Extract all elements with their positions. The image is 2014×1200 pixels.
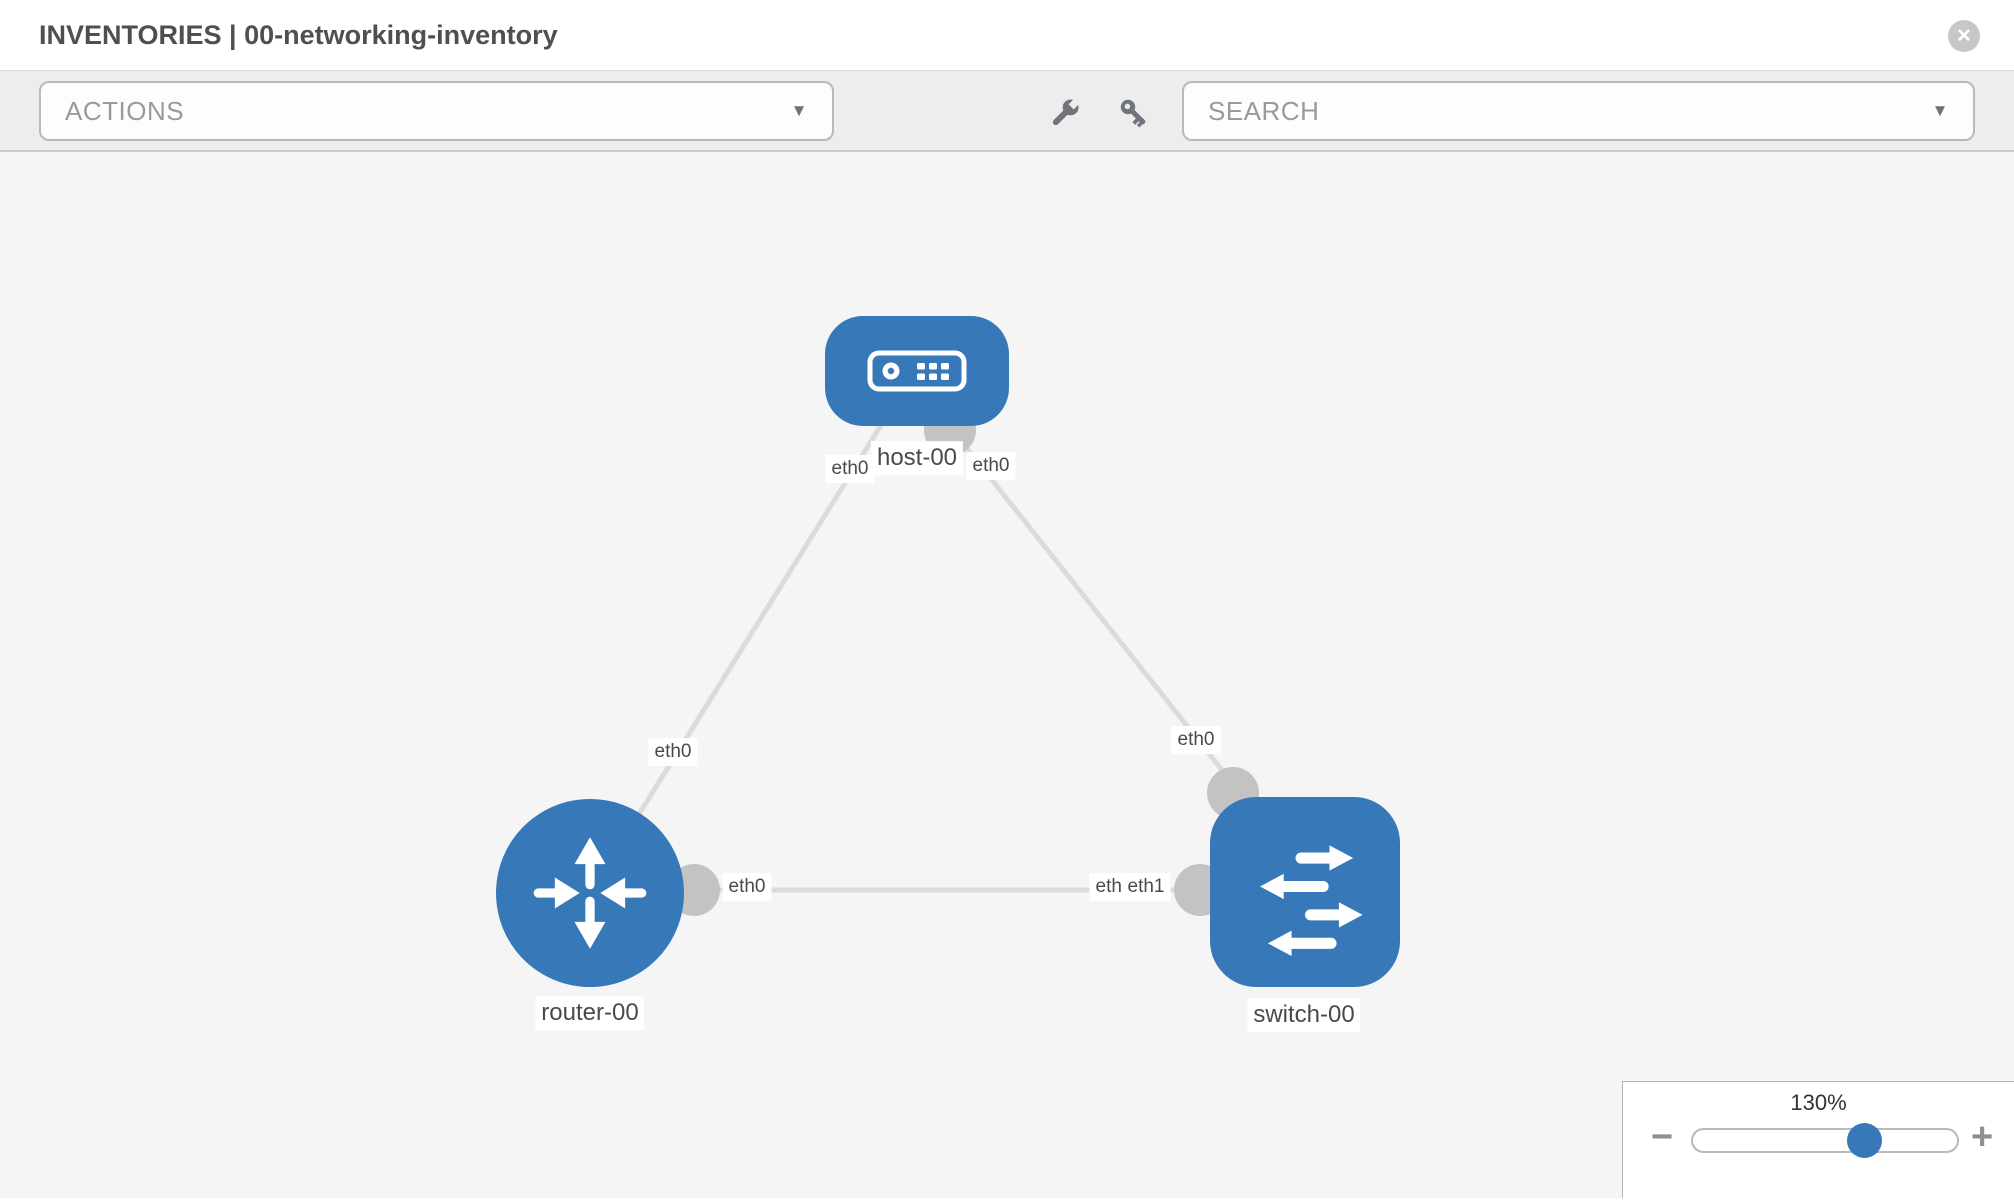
actions-dropdown-label: ACTIONS	[65, 95, 185, 126]
interface-label-switch-to-router: eth1	[1121, 873, 1171, 901]
interface-label-host-to-switch: eth0	[966, 452, 1016, 480]
node-router-00[interactable]	[496, 799, 684, 987]
edges-layer	[587, 404, 1312, 916]
zoom-level-value: 130%	[1790, 1090, 1847, 1115]
credentials-key-button[interactable]	[1116, 95, 1152, 131]
chevron-down-icon: ▼	[790, 101, 808, 120]
zoom-control-panel: 130% − +	[1622, 1081, 2014, 1198]
zoom-in-button[interactable]: +	[1971, 1116, 1994, 1158]
interface-label-switch-to-host: eth0	[1171, 726, 1221, 754]
interface-label-router-to-host: eth0	[648, 738, 698, 766]
close-icon: ✕	[1956, 25, 1972, 47]
interface-label-host-to-router: eth0	[825, 455, 875, 483]
zoom-out-button[interactable]: −	[1651, 1116, 1674, 1158]
page-header: INVENTORIES | 00-networking-inventory ✕	[0, 0, 2014, 71]
host-icon	[867, 350, 967, 392]
tools-wrench-button[interactable]	[1047, 95, 1083, 131]
actions-dropdown[interactable]: ACTIONS ▼	[39, 81, 834, 141]
router-icon	[533, 837, 647, 949]
zoom-slider-track[interactable]	[1691, 1128, 1959, 1153]
topology-canvas[interactable]: host-00 router-00 switch-00 eth0 eth0 et…	[0, 152, 2014, 1198]
interface-label-router-to-switch: eth0	[722, 873, 772, 901]
chevron-down-icon: ▼	[1931, 101, 1949, 120]
node-label-router: router-00	[535, 996, 645, 1030]
node-label-host: host-00	[870, 441, 964, 475]
node-host-00[interactable]	[825, 316, 1009, 426]
search-dropdown-label: SEARCH	[1208, 95, 1320, 126]
page-title: INVENTORIES | 00-networking-inventory	[39, 19, 558, 50]
switch-icon	[1260, 845, 1363, 956]
zoom-slider-thumb[interactable]	[1847, 1123, 1882, 1158]
search-dropdown[interactable]: SEARCH ▼	[1182, 81, 1975, 141]
key-icon	[1120, 99, 1146, 128]
node-label-switch: switch-00	[1247, 998, 1361, 1032]
toolbar: ACTIONS ▼ SEARCH ▼	[0, 71, 2014, 152]
close-button[interactable]: ✕	[1948, 20, 1980, 52]
wrench-icon	[1052, 96, 1082, 126]
node-switch-00[interactable]	[1210, 797, 1400, 987]
